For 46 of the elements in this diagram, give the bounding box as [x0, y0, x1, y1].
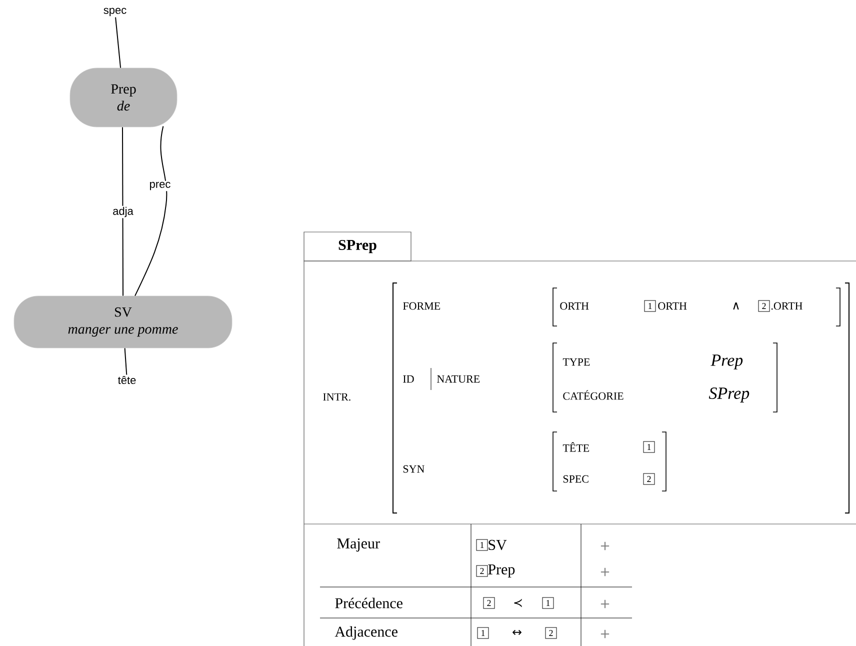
- symbol: ↔: [512, 630, 522, 635]
- symbol: ≺: [514, 598, 522, 608]
- feature-label: TÊTE: [562, 442, 590, 452]
- connector-line: [115, 16, 122, 68]
- feature-label: NATURE: [437, 375, 480, 383]
- edge-label: prec: [148, 180, 172, 192]
- tag-box: 1: [477, 627, 489, 639]
- node-label: spec: [104, 8, 126, 16]
- value-text: SV: [488, 540, 507, 550]
- row-label: Précédence: [335, 598, 402, 608]
- tag-box: 2: [758, 300, 770, 312]
- plus-sign: +: [600, 600, 610, 608]
- tag-box: 2: [545, 627, 557, 639]
- title-tab: SPrep: [304, 232, 412, 262]
- feature-label: FORME: [403, 302, 440, 310]
- tag-box: 2: [483, 597, 495, 609]
- plus-sign: +: [600, 630, 610, 638]
- value-text: Prep: [710, 354, 743, 370]
- rounded-box: Prep de: [70, 68, 178, 128]
- plus-sign: +: [600, 568, 610, 576]
- feature-label: SYN: [403, 465, 424, 473]
- node-label: tête: [118, 376, 136, 384]
- feature-label: ORTH: [658, 302, 687, 310]
- tag-box: 1: [542, 597, 554, 609]
- feature-label: ORTH: [560, 302, 589, 310]
- symbol: ∧: [733, 302, 739, 310]
- feature-label: TYPE: [562, 358, 590, 366]
- plus-sign: +: [600, 542, 610, 550]
- feature-label: .ORTH: [771, 302, 802, 310]
- edge-label: adja: [112, 206, 134, 218]
- value-text: Prep: [488, 564, 515, 578]
- row-label: Adjacence: [334, 626, 398, 640]
- connector-line: [124, 348, 128, 376]
- value-text: SPrep: [708, 388, 750, 402]
- feature-label: INTR.: [323, 393, 350, 401]
- feature-label: ID: [403, 375, 414, 383]
- tag-box: 2: [643, 473, 655, 485]
- tag-box: 1: [644, 300, 656, 312]
- feature-label: SPEC: [563, 475, 588, 483]
- tag-box: 1: [643, 441, 655, 453]
- tag-box: 1: [476, 539, 488, 551]
- connector-line: [122, 126, 124, 296]
- rounded-box: SV manger une pomme: [14, 296, 232, 348]
- row-label: Majeur: [337, 538, 380, 552]
- feature-label: CATÉGORIE: [563, 390, 624, 400]
- tag-box: 2: [476, 565, 488, 577]
